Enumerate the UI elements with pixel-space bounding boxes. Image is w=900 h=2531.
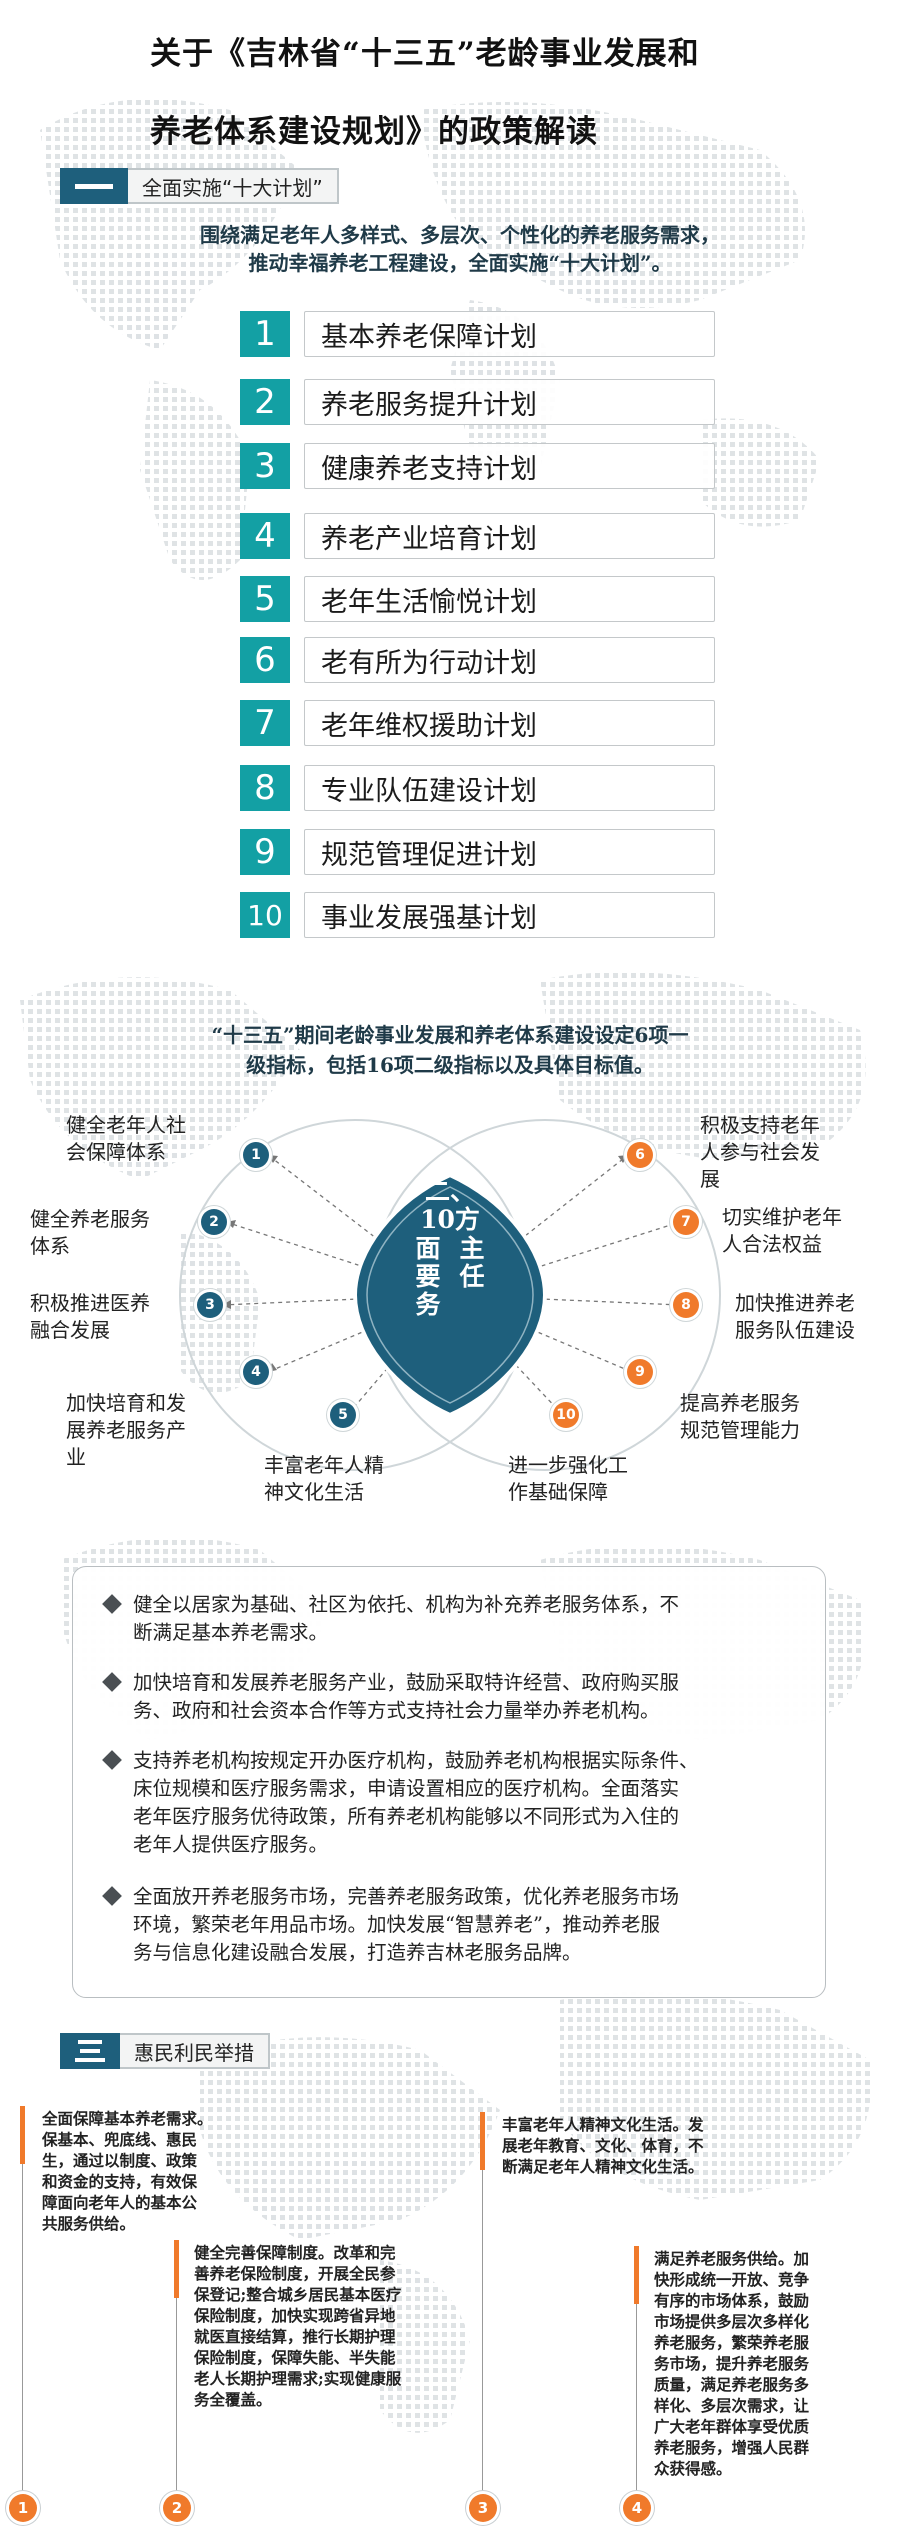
measure-number: 4 xyxy=(623,2494,651,2522)
task-label: 丰富老年人精神文化生活 xyxy=(264,1453,384,1504)
diamond-icon xyxy=(102,1594,122,1614)
task-label: 进一步强化工作基础保障 xyxy=(508,1453,628,1504)
policy-bullet: 支持养老机构按规定开办医疗机构，鼓励养老机构根据实际条件、床位规模和医疗服务需求… xyxy=(102,1747,793,1859)
task-diagram xyxy=(179,1119,721,1471)
diamond-icon xyxy=(102,1886,122,1906)
task-label: 积极推进医养融合发展 xyxy=(30,1291,150,1342)
plan-item: 4 养老产业培育计划 xyxy=(240,513,715,559)
task-number: 8 xyxy=(673,1292,699,1318)
task-number: 7 xyxy=(673,1209,699,1235)
measure-number: 1 xyxy=(9,2494,37,2522)
policy-panel: 健全以居家为基础、社区为依托、机构为补充养老服务体系，不断满足基本养老需求。 加… xyxy=(72,1566,826,1998)
section1-number xyxy=(60,168,128,204)
diamond-icon xyxy=(102,1750,122,1770)
plan-number: 6 xyxy=(240,637,290,683)
plan-label: 健康养老支持计划 xyxy=(304,443,715,489)
timeline-line-2 xyxy=(176,2245,177,2494)
policy-bullet: 健全以居家为基础、社区为依托、机构为补充养老服务体系，不断满足基本养老需求。 xyxy=(102,1591,793,1647)
plan-number: 2 xyxy=(240,379,290,425)
page-title-line1: 关于《吉林省“十三五”老龄事业发展和 xyxy=(150,36,700,72)
task-label: 加快推进养老服务队伍建设 xyxy=(735,1291,855,1342)
plan-label: 老年维权援助计划 xyxy=(304,700,715,746)
timeline-line-4 xyxy=(636,2250,637,2494)
plan-item: 6 老有所为行动计划 xyxy=(240,637,715,683)
task-label: 切实维护老年人合法权益 xyxy=(722,1205,842,1256)
task-number: 1 xyxy=(243,1142,269,1168)
task-number: 10 xyxy=(553,1402,579,1428)
plan-number: 7 xyxy=(240,700,290,746)
plan-label: 专业队伍建设计划 xyxy=(304,765,715,811)
diamond-icon xyxy=(102,1672,122,1692)
accent-bar xyxy=(634,2246,639,2304)
plan-item: 7 老年维权援助计划 xyxy=(240,700,715,746)
plan-item: 3 健康养老支持计划 xyxy=(240,443,715,489)
task-label: 加快培育和发展养老服务产业 xyxy=(66,1391,186,1469)
task-label: 积极支持老年人参与社会发展 xyxy=(700,1113,820,1191)
diagram-center-title: 二、 10方 xyxy=(420,1177,480,1234)
plan-label: 养老产业培育计划 xyxy=(304,513,715,559)
plan-number: 1 xyxy=(240,311,290,357)
plan-item: 2 养老服务提升计划 xyxy=(240,379,715,425)
plan-number: 4 xyxy=(240,513,290,559)
diagram-center-col2: 主 任 xyxy=(459,1234,485,1291)
plan-label: 养老服务提升计划 xyxy=(304,379,715,425)
measure-text: 丰富老年人精神文化生活。发 展老年教育、文化、体育，不 断满足老年人精神文化生活… xyxy=(502,2115,704,2176)
task-number: 5 xyxy=(330,1402,356,1428)
measure-text: 全面保障基本养老需求。 保基本、兜底线、惠民 生，通过以制度、政策 和资金的支持… xyxy=(42,2109,213,2233)
plan-label: 老有所为行动计划 xyxy=(304,637,715,683)
plan-label: 老年生活愉悦计划 xyxy=(304,576,715,622)
task-number: 9 xyxy=(627,1359,653,1385)
plan-label: 事业发展强基计划 xyxy=(304,892,715,938)
plan-item: 8 专业队伍建设计划 xyxy=(240,765,715,811)
plan-label: 基本养老保障计划 xyxy=(304,311,715,357)
section1-label: 全面实施“十大计划” xyxy=(128,168,339,204)
section3-tab: 惠民利民举措 xyxy=(60,2033,270,2069)
plan-item: 5 老年生活愉悦计划 xyxy=(240,576,715,622)
task-label: 健全养老服务体系 xyxy=(30,1207,150,1258)
task-number: 4 xyxy=(243,1359,269,1385)
accent-bar xyxy=(20,2106,25,2164)
measure-text: 健全完善保障制度。改革和完 善养老保险制度，开展全民参 保登记;整合城乡居民基本… xyxy=(194,2243,402,2409)
section1-intro: 围绕满足老年人多样式、多层次、个性化的养老服务需求， 推动幸福养老工程建设，全面… xyxy=(200,223,720,275)
section3-label: 惠民利民举措 xyxy=(120,2033,270,2069)
timeline-line-1 xyxy=(22,2110,23,2494)
task-number: 3 xyxy=(197,1292,223,1318)
plan-number: 5 xyxy=(240,576,290,622)
plan-label: 规范管理促进计划 xyxy=(304,829,715,875)
page-title-line2: 养老体系建设规划》的政策解读 xyxy=(150,114,598,150)
timeline-line-3 xyxy=(482,2115,483,2494)
plan-number: 8 xyxy=(240,765,290,811)
task-number: 2 xyxy=(201,1209,227,1235)
task-label: 提高养老服务规范管理能力 xyxy=(680,1391,800,1442)
task-number: 6 xyxy=(627,1142,653,1168)
measure-number: 3 xyxy=(469,2494,497,2522)
measure-text: 满足养老服务供给。加 快形成统一开放、竞争 有序的市场体系，鼓励 市场提供多层次… xyxy=(654,2249,810,2478)
task-label: 健全老年人社会保障体系 xyxy=(66,1113,186,1164)
policy-bullet: 全面放开养老服务市场，完善养老服务政策，优化养老服务市场环境，繁荣老年用品市场。… xyxy=(102,1883,793,1967)
three-lines-icon xyxy=(75,2040,105,2062)
policy-bullet: 加快培育和发展养老服务产业，鼓励采取特许经营、政府购买服务、政府和社会资本合作等… xyxy=(102,1669,793,1725)
diagram-center-col1: 面 要 务 xyxy=(415,1234,441,1319)
plan-number: 9 xyxy=(240,829,290,875)
accent-bar xyxy=(174,2240,179,2298)
plan-item: 9 规范管理促进计划 xyxy=(240,829,715,875)
section1-tab: 全面实施“十大计划” xyxy=(60,168,339,204)
plan-item: 10 事业发展强基计划 xyxy=(240,892,715,938)
section3-number xyxy=(60,2033,120,2069)
measure-number: 2 xyxy=(163,2494,191,2522)
plan-number: 3 xyxy=(240,443,290,489)
plan-number: 10 xyxy=(240,892,290,938)
accent-bar xyxy=(480,2112,485,2170)
section2-intro: “十三五”期间老龄事业发展和养老体系建设设定6项一 级指标，包括16项二级指标以… xyxy=(211,1023,689,1077)
plan-item: 1 基本养老保障计划 xyxy=(240,311,715,357)
